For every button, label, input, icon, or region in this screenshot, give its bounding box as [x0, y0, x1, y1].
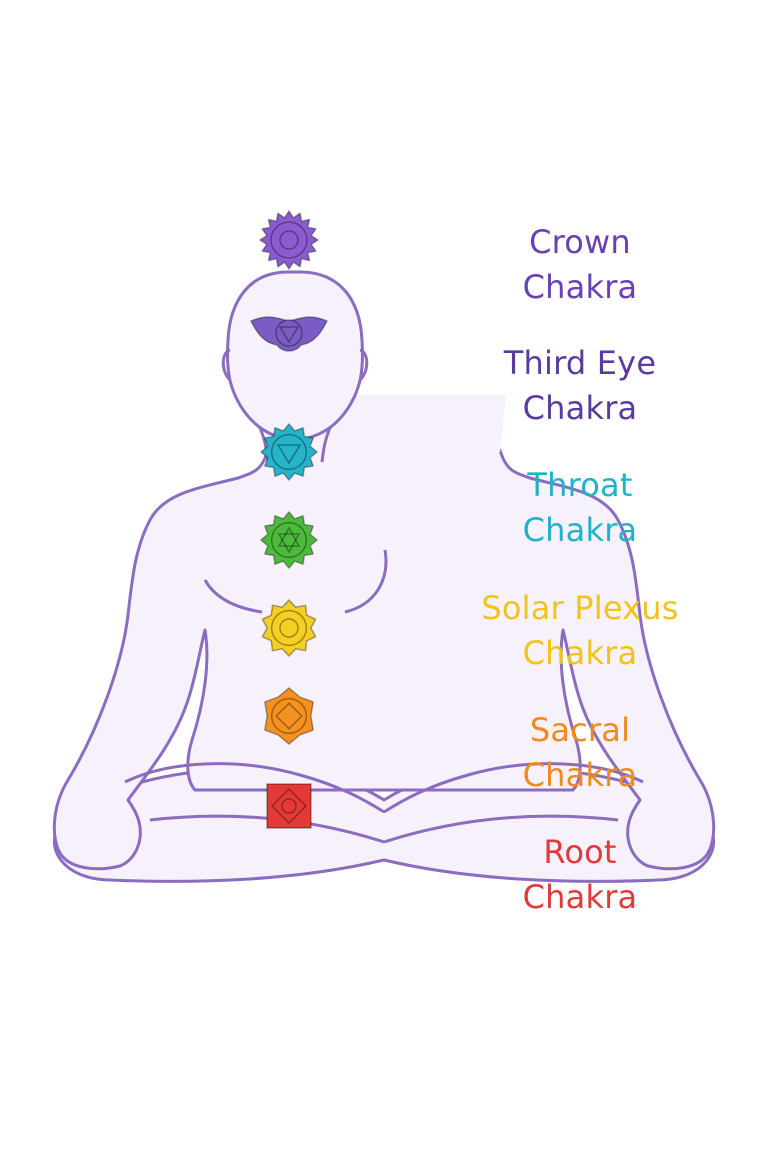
lotus-hexagram-icon	[277, 526, 301, 547]
chest-line-left	[203, 579, 263, 614]
inner-diamond	[270, 787, 308, 825]
third-eye-label-line1: Third Eye	[503, 344, 657, 382]
root-label-line1: Root	[543, 833, 617, 871]
third-eye-chakra-symbol	[249, 316, 329, 352]
throat-label-line1: Throat	[527, 466, 633, 504]
throat-label-line2: Chakra	[522, 511, 638, 549]
sacral-label-line2: Chakra	[522, 756, 638, 794]
third-eye-label-line2: Chakra	[522, 389, 638, 427]
square-lotus-icon	[266, 783, 312, 829]
shin-line-right	[383, 814, 619, 844]
root-chakra-symbol	[266, 783, 312, 829]
leg-fold-right	[383, 762, 644, 814]
seated-body-silhouette	[52, 270, 716, 883]
root-label-line2: Chakra	[522, 878, 638, 916]
sacral-label-line1: Sacral	[529, 711, 631, 749]
crown-chakra-symbol	[259, 210, 319, 270]
hexagram-lower-triangle	[277, 533, 301, 554]
shin-line-left	[149, 814, 385, 844]
throat-chakra-symbol	[260, 423, 318, 481]
lotus-circle-icon	[279, 230, 299, 250]
lotus-triangle-icon	[276, 444, 302, 465]
root-core	[281, 798, 297, 814]
chest-line-right	[344, 549, 388, 614]
solar-plexus-label-line2: Chakra	[522, 634, 638, 672]
leg-fold-left	[124, 762, 385, 814]
lotus-circle-icon	[279, 618, 299, 638]
lotus-square-icon	[275, 702, 303, 730]
ear-left	[221, 348, 232, 382]
solar-plexus-chakra-symbol	[261, 599, 317, 657]
lotus-disc	[270, 521, 308, 559]
sacral-chakra-symbol	[264, 687, 314, 745]
solar-plexus-label-line1: Solar Plexus	[481, 589, 679, 627]
triangle-mark	[278, 326, 300, 344]
lotus-disc	[270, 609, 308, 647]
head	[226, 270, 364, 442]
heart-chakra-symbol	[260, 511, 318, 569]
crown-label-line1: Crown	[529, 223, 631, 261]
crown-label-line2: Chakra	[522, 268, 638, 306]
lotus-disc	[270, 697, 308, 735]
eye-disc	[275, 319, 303, 347]
lotus-disc	[270, 221, 308, 259]
lotus-disc	[270, 433, 308, 471]
ear-right	[358, 348, 369, 382]
